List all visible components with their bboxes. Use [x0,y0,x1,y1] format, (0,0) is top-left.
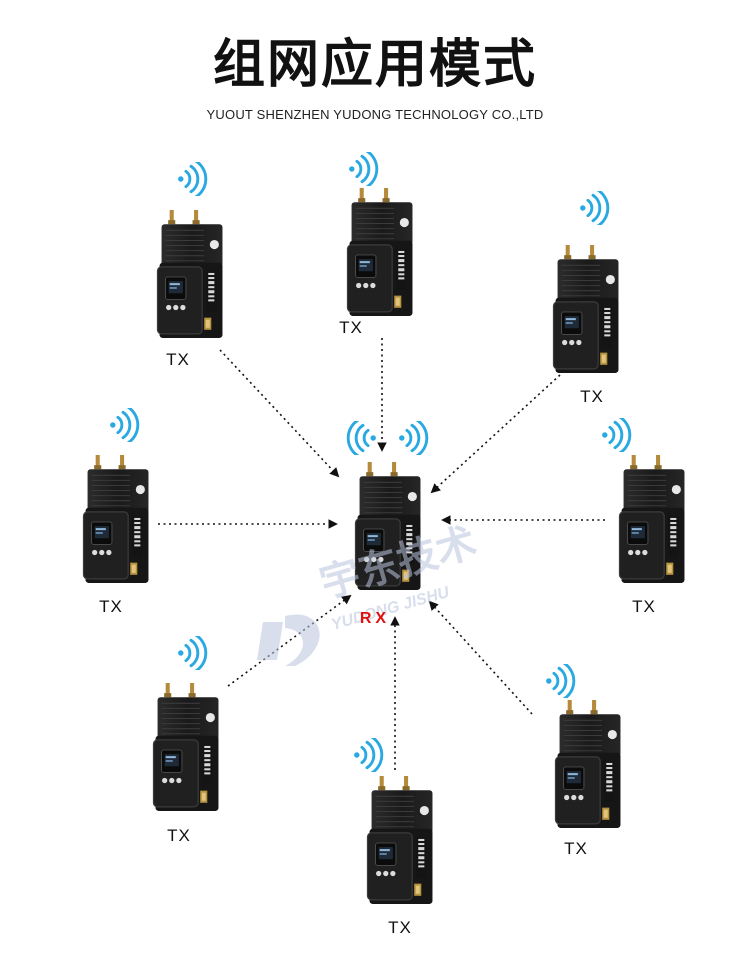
node-label-tx4: TX [99,597,123,616]
wireless-transmitter-device-icon [82,455,150,584]
wireless-transmitter-device-icon [554,700,622,829]
page-title: 组网应用模式 [212,35,537,95]
node-label-tx7: TX [564,839,588,858]
wireless-transmitter-device-icon [156,210,224,339]
wifi-signal-icon [346,421,378,455]
wifi-signal-icon [176,162,208,196]
link-tx3-rx [430,374,561,494]
wireless-transmitter-device-icon [152,683,220,812]
node-label-tx2: TX [339,318,363,337]
wireless-transmitter-device-icon [366,776,434,905]
company-watermark: 宇东技术 YUDONG JISHU [257,520,482,666]
wifi-signal-icon [176,636,208,670]
wifi-signal-icon [397,421,429,455]
link-tx1-rx [219,349,340,478]
node-label-tx3: TX [580,387,604,406]
node-label-rx: RX [359,610,391,627]
node-label-tx1: TX [166,350,190,369]
node-label-tx8: TX [388,918,412,937]
wifi-signal-icon [352,738,384,772]
wifi-signal-icon [578,191,610,225]
watermark-main: 宇东技术 [315,520,481,608]
connection-lines [158,338,605,770]
node-label-tx5: TX [632,597,656,616]
company-name: YUOUT SHENZHEN YUDONG TECHNOLOGY CO.,LTD [206,107,544,122]
wifi-signal-icon [600,418,632,452]
node-label-tx6: TX [167,826,191,845]
wifi-signal-icon [347,152,379,186]
wireless-transmitter-device-icon [552,245,620,374]
wifi-signal-icon [544,664,576,698]
wireless-transmitter-device-icon [346,188,414,317]
wireless-transmitter-device-icon [618,455,686,584]
wifi-signal-icon [108,408,140,442]
